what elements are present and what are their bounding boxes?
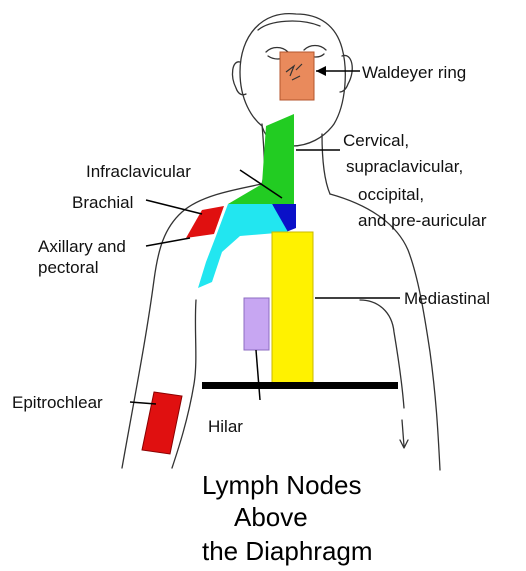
label-hilar: Hilar (208, 417, 243, 436)
mediastinal-region (272, 232, 313, 386)
labels: Waldeyer ring Cervical, supraclavicular,… (12, 63, 490, 436)
right-eye (304, 46, 326, 51)
label-axillary-1: Axillary and (38, 237, 126, 256)
label-brachial: Brachial (72, 193, 133, 212)
diaphragm-bar (202, 382, 398, 389)
left-ear (233, 62, 246, 95)
hilar-leader (256, 350, 260, 400)
title-line-1: Lymph Nodes (202, 470, 361, 500)
neck-right (322, 134, 330, 194)
waldeyer-arrowhead (316, 66, 326, 76)
hilar-region (244, 298, 269, 350)
label-cervical-3: occipital, (358, 185, 424, 204)
right-flank (402, 420, 404, 446)
label-waldeyer: Waldeyer ring (362, 63, 466, 82)
right-ear (340, 55, 352, 92)
waldeyer-region (280, 52, 314, 100)
label-cervical-2: supraclavicular, (346, 157, 463, 176)
leader-lines (130, 66, 400, 404)
hairline (258, 21, 320, 30)
diagram-title: Lymph Nodes Above the Diaphragm (202, 470, 373, 566)
node-regions (142, 52, 398, 454)
axillary-leader (146, 238, 190, 246)
epitrochlear-region (142, 392, 182, 454)
label-axillary-2: pectoral (38, 258, 98, 277)
label-cervical-1: Cervical, (343, 131, 409, 150)
left-arm-inner (172, 300, 196, 468)
title-line-3: the Diaphragm (202, 536, 373, 566)
brachial-leader (146, 200, 202, 214)
label-epitrochlear: Epitrochlear (12, 393, 103, 412)
right-shoulder (330, 194, 440, 470)
label-cervical-4: and pre-auricular (358, 211, 487, 230)
label-infraclavicular: Infraclavicular (86, 162, 191, 181)
cervical-region (228, 114, 294, 204)
right-chest (360, 300, 404, 408)
left-eye (266, 48, 288, 53)
title-line-2: Above (234, 502, 308, 532)
label-mediastinal: Mediastinal (404, 289, 490, 308)
